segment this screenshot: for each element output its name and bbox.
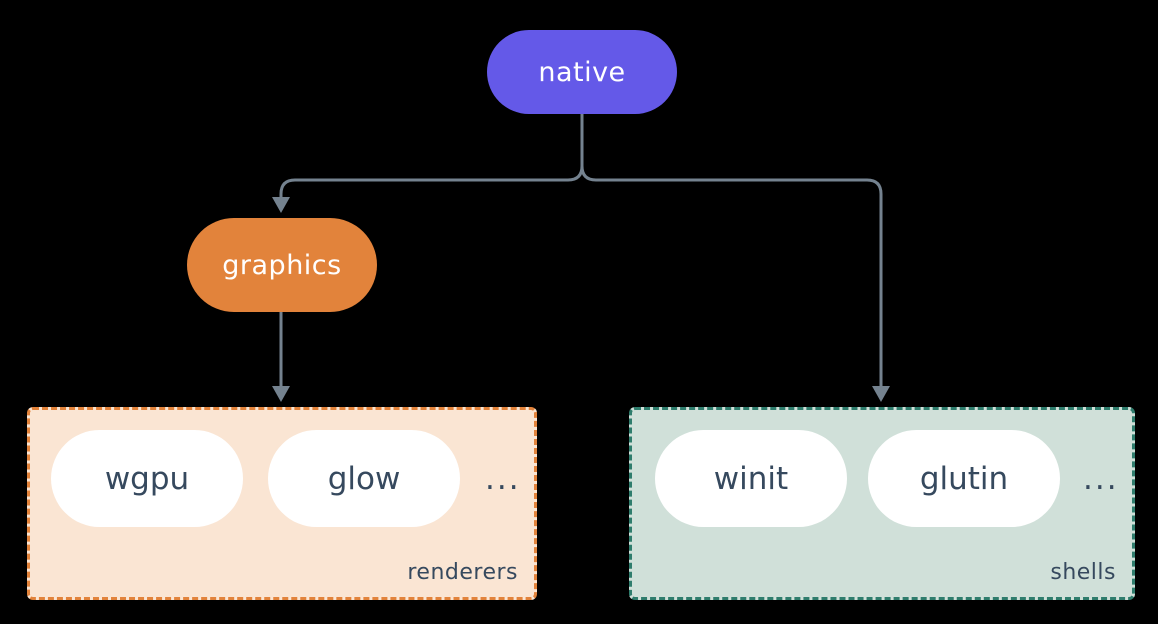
winit-node-label: winit — [713, 460, 789, 497]
glutin-node-label: glutin — [919, 460, 1009, 497]
graphics-node-label: graphics — [222, 249, 342, 281]
graphics-node: graphics — [187, 218, 377, 312]
glow-node: glow — [268, 430, 460, 527]
renderers-group-box: wgpu glow ... renderers — [27, 407, 537, 600]
native-node: native — [487, 30, 677, 114]
edge-native-shells — [580, 114, 890, 402]
edge-native-graphics — [272, 114, 584, 213]
wgpu-node-label: wgpu — [104, 460, 190, 497]
glow-node-label: glow — [327, 460, 401, 497]
renderers-group-label: renderers — [407, 560, 518, 585]
winit-node: winit — [655, 430, 847, 527]
native-node-label: native — [538, 56, 626, 88]
glutin-node: glutin — [868, 430, 1060, 527]
renderers-ellipsis: ... — [485, 460, 521, 497]
shells-group-box: winit glutin ... shells — [629, 407, 1135, 600]
wgpu-node: wgpu — [51, 430, 243, 527]
edge-graphics-renderers — [272, 312, 290, 402]
shells-group-label: shells — [1050, 560, 1116, 585]
shells-ellipsis: ... — [1083, 460, 1119, 497]
